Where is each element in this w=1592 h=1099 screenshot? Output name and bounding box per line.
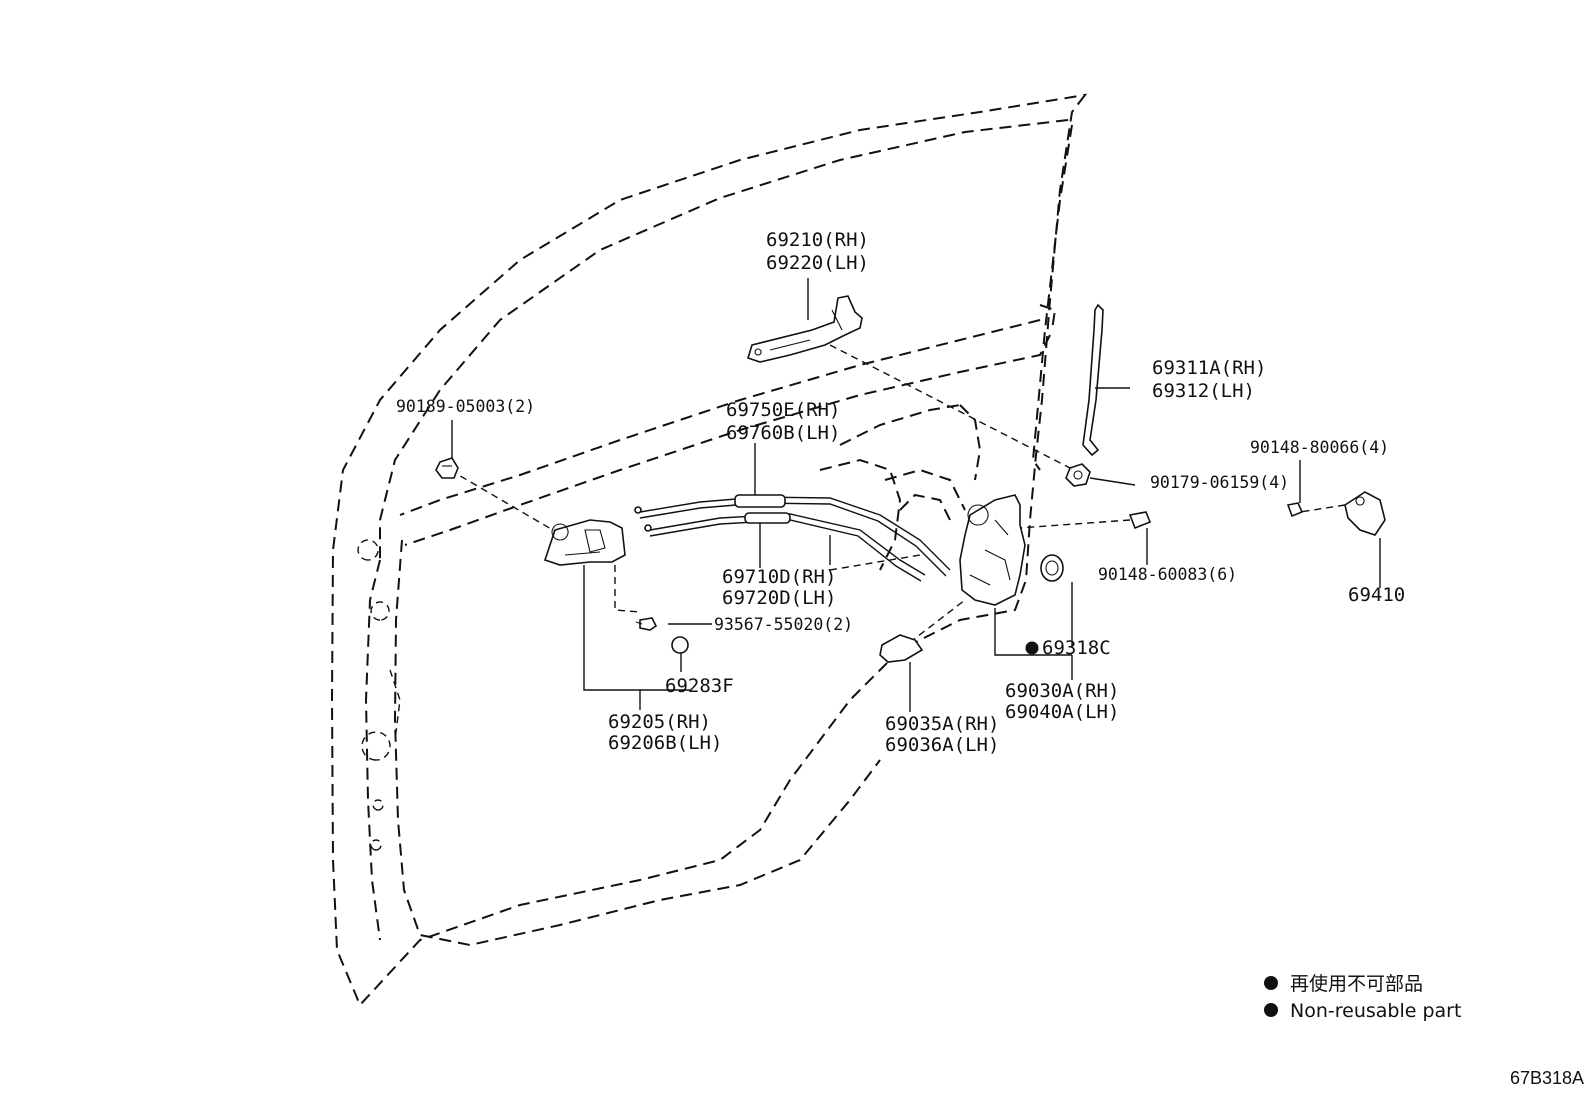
door-lock-assembly	[959, 494, 1026, 606]
door-panel-outline	[330, 93, 1088, 1007]
lock-lever	[879, 634, 924, 663]
legend-japanese-text: 再使用不可部品	[1290, 973, 1423, 995]
outside-door-handle	[747, 295, 863, 363]
legend-bullet-english	[1264, 1003, 1278, 1017]
label-93567: 93567-55020(2)	[714, 615, 853, 634]
lock-rod	[1082, 303, 1104, 457]
label-69750E: 69750E(RH)	[726, 399, 840, 421]
legend-english-text: Non-reusable part	[1290, 1000, 1461, 1022]
inside-door-handle	[543, 519, 626, 566]
label-69205: 69205(RH)	[608, 711, 711, 733]
leader-lines	[451, 278, 1381, 712]
legend: 再使用不可部品 Non-reusable part	[1264, 973, 1461, 1022]
screw-93567	[635, 617, 658, 631]
label-69410: 69410	[1348, 584, 1405, 606]
cap-69283F	[671, 636, 689, 654]
door-striker	[1344, 491, 1386, 536]
label-90189: 90189-05003(2)	[396, 397, 535, 416]
label-69283F: 69283F	[665, 675, 734, 697]
figure-code: 67B318A	[1510, 1068, 1584, 1088]
label-69206B: 69206B(LH)	[608, 732, 722, 754]
label-69720D: 69720D(LH)	[722, 587, 836, 609]
legend-bullet-japanese	[1264, 976, 1278, 990]
grommet-69318C	[1040, 554, 1064, 582]
label-69710D: 69710D(RH)	[722, 566, 836, 588]
nut-90179	[1065, 463, 1091, 487]
label-90148-60083: 90148-60083(6)	[1098, 565, 1237, 584]
label-90148-80066: 90148-80066(4)	[1250, 438, 1389, 457]
label-90179: 90179-06159(4)	[1150, 473, 1289, 492]
label-69220: 69220(LH)	[766, 252, 869, 274]
label-69035A: 69035A(RH)	[885, 713, 999, 735]
clip-90189	[435, 457, 459, 479]
label-69036A: 69036A(LH)	[885, 734, 999, 756]
screw-90148-60083	[1128, 511, 1152, 530]
label-69210: 69210(RH)	[766, 229, 869, 251]
label-69760B: 69760B(LH)	[726, 422, 840, 444]
screw-90148-80066	[1286, 502, 1304, 518]
label-69030A: 69030A(RH)	[1005, 680, 1119, 702]
lock-cables	[634, 494, 951, 582]
part-labels: 69210(RH) 69220(LH) 69311A(RH) 69312(LH)…	[396, 229, 1405, 756]
non-reusable-marker-69318C	[1025, 641, 1039, 655]
label-69312: 69312(LH)	[1152, 380, 1255, 402]
label-69040A: 69040A(LH)	[1005, 701, 1119, 723]
label-69311A: 69311A(RH)	[1152, 357, 1266, 379]
label-69318C: 69318C	[1042, 637, 1111, 659]
